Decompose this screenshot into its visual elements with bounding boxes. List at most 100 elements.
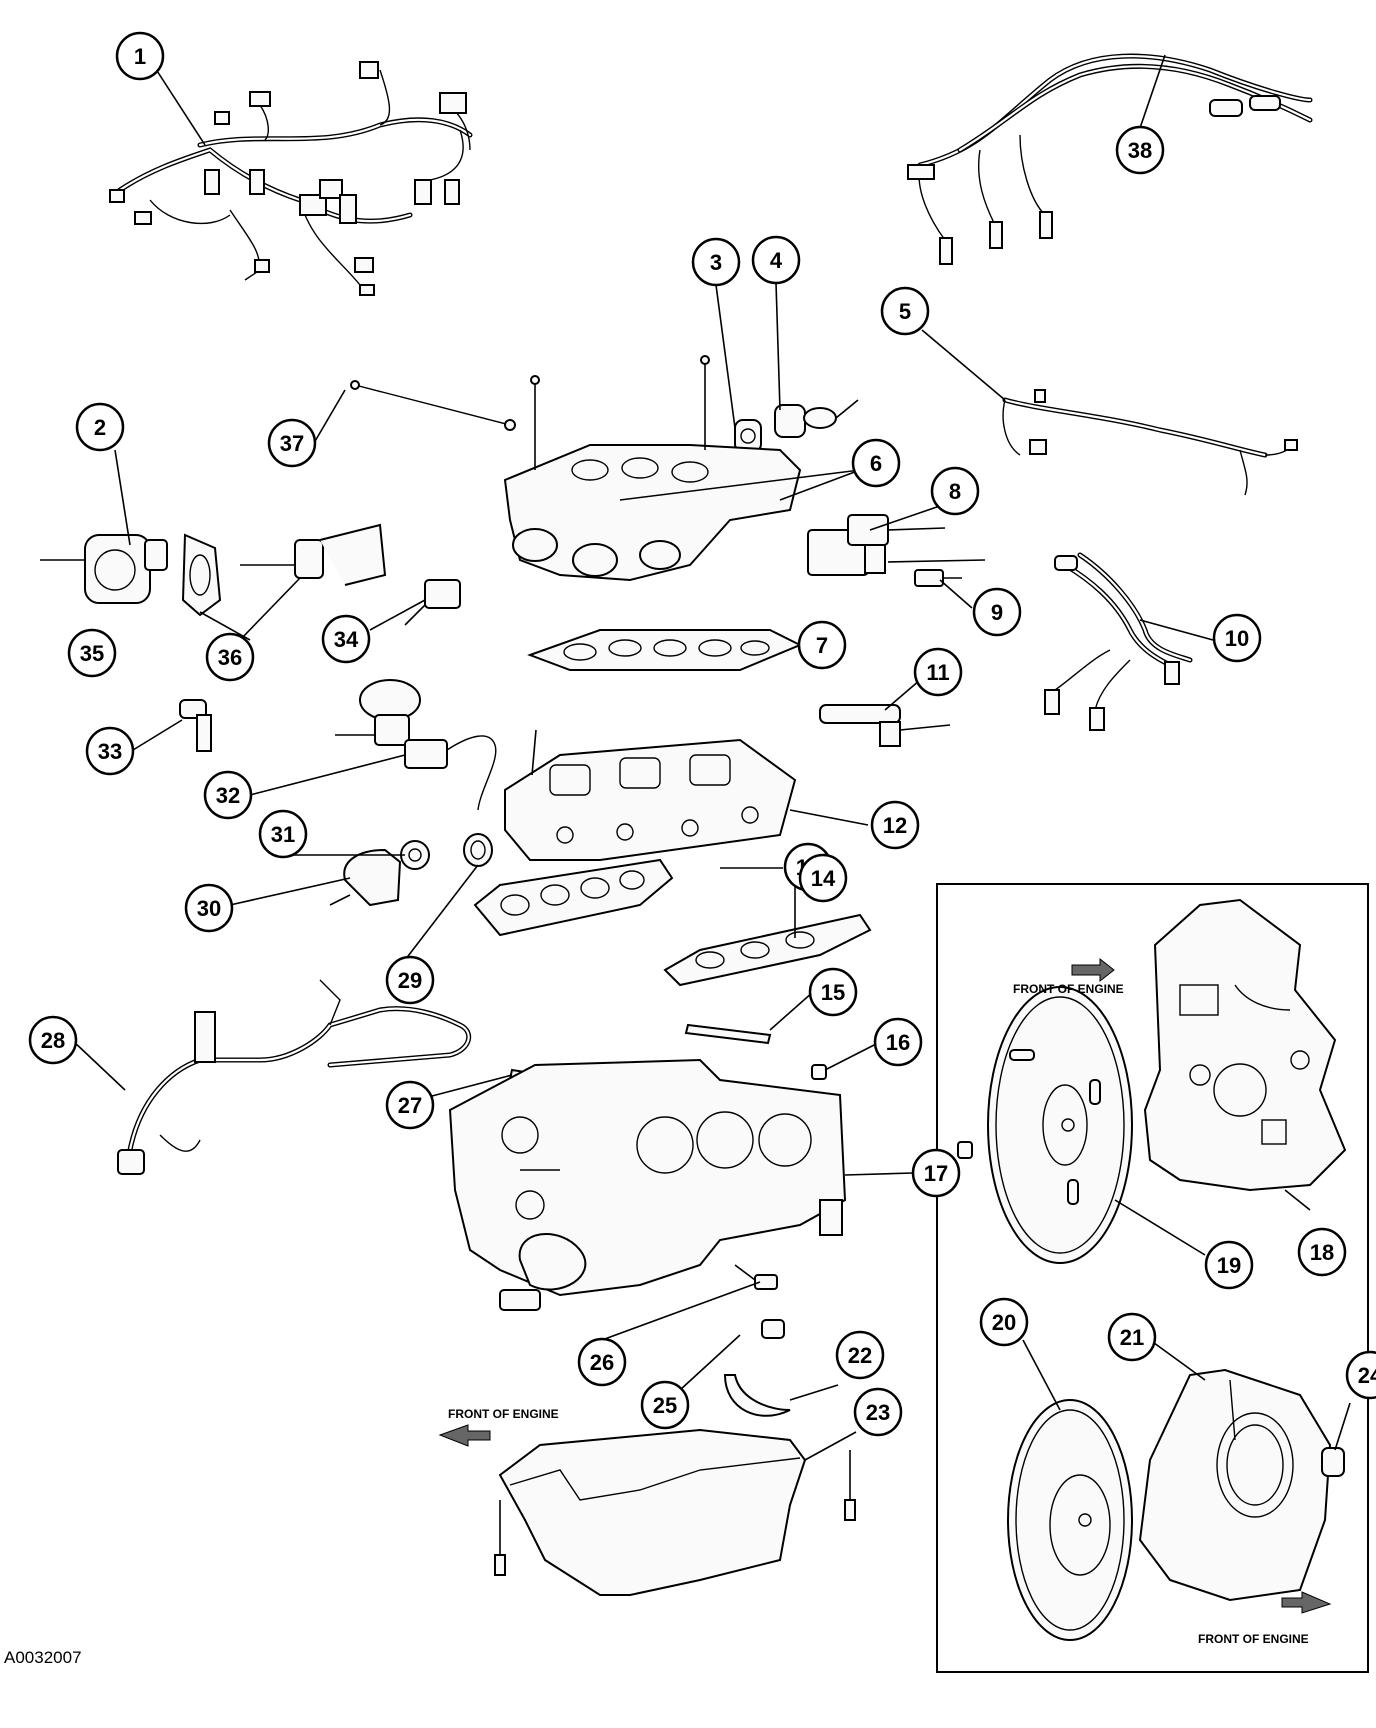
callout-11: 11 xyxy=(913,647,963,697)
part-sensor-34 xyxy=(404,579,461,626)
part-engine-rear-plate xyxy=(1143,898,1347,1192)
callout-leader-lines xyxy=(71,54,1351,1461)
figure-id: A0032007 xyxy=(4,1648,82,1667)
callout-7: 7 xyxy=(797,620,847,670)
part-spark-plug-wires-rh xyxy=(907,53,1313,265)
callout-12: 12 xyxy=(870,800,920,850)
callout-number: 30 xyxy=(197,896,221,921)
part-gasket-strip-15 xyxy=(684,1023,772,1045)
callout-circle xyxy=(1115,125,1165,175)
callout-17: 17 xyxy=(911,1148,961,1198)
callout-circle xyxy=(1212,613,1262,663)
callout-circle xyxy=(797,620,847,670)
front-of-engine-arrow-oilpan xyxy=(438,1424,491,1447)
callout-circle xyxy=(913,647,963,697)
callout-3: 3 xyxy=(691,237,741,287)
part-seal-22 xyxy=(723,1374,791,1417)
callout-circle xyxy=(870,800,920,850)
callout-number: 11 xyxy=(926,660,949,685)
callout-circle xyxy=(851,438,901,488)
callout-circle xyxy=(640,1380,690,1430)
callout-8: 8 xyxy=(930,466,980,516)
callout-26: 26 xyxy=(577,1337,627,1387)
callout-28: 28 xyxy=(28,1015,78,1065)
callout-circle xyxy=(321,614,371,664)
callout-number: 24 xyxy=(1358,1363,1376,1388)
callout-circle xyxy=(203,770,253,820)
callout-number: 2 xyxy=(94,415,106,440)
callout-number: 26 xyxy=(590,1350,614,1375)
callout-circle xyxy=(979,1297,1029,1347)
callout-number: 29 xyxy=(398,968,422,993)
part-cable-37 xyxy=(350,380,516,431)
callout-14: 14 xyxy=(798,853,848,903)
part-spark-plug-wires-lh xyxy=(1044,552,1193,731)
callout-35: 35 xyxy=(67,628,117,678)
callout-36: 36 xyxy=(205,632,255,682)
callout-circle xyxy=(184,883,234,933)
callout-circle xyxy=(75,402,125,452)
part-wiring-harness-rh xyxy=(1002,389,1298,496)
callout-circle xyxy=(1345,1350,1376,1400)
front-of-engine-label-flexplate: FRONT OF ENGINE xyxy=(1198,1632,1309,1646)
callout-33: 33 xyxy=(85,726,135,776)
callout-number: 21 xyxy=(1120,1325,1144,1350)
part-throttle-body-gasket xyxy=(181,533,222,617)
callout-circle xyxy=(267,418,317,468)
callout-number: 17 xyxy=(924,1161,948,1186)
callout-circle xyxy=(67,628,117,678)
callout-20: 20 xyxy=(979,1297,1029,1347)
part-upper-intake-gasket xyxy=(527,629,803,671)
callout-number: 33 xyxy=(98,739,122,764)
callout-32: 32 xyxy=(203,770,253,820)
part-rear-cover-plate xyxy=(1138,1368,1332,1602)
callout-circle xyxy=(798,853,848,903)
part-cylinder-block xyxy=(448,1058,847,1311)
callout-circle xyxy=(205,632,255,682)
callout-circle xyxy=(28,1015,78,1065)
callout-circle xyxy=(853,1387,903,1437)
callout-number: 19 xyxy=(1217,1253,1241,1278)
callout-19: 19 xyxy=(1204,1240,1254,1290)
callout-circle xyxy=(85,726,135,776)
part-valve-4 xyxy=(774,399,859,438)
callout-circle xyxy=(691,237,741,287)
callout-24: 24 xyxy=(1345,1350,1376,1400)
part-valve-block-8 xyxy=(807,514,986,576)
callout-29: 29 xyxy=(385,955,435,1005)
callout-number: 37 xyxy=(280,431,304,456)
callout-circle xyxy=(1107,1312,1157,1362)
callout-number: 5 xyxy=(899,299,911,324)
callout-number: 9 xyxy=(991,600,1003,625)
part-upper-intake-manifold xyxy=(503,355,802,582)
callout-number: 4 xyxy=(770,248,783,273)
part-sensor-25 xyxy=(761,1319,785,1339)
callout-number: 25 xyxy=(653,1393,677,1418)
part-water-outlet xyxy=(329,848,402,907)
callout-number: 38 xyxy=(1128,138,1152,163)
callout-22: 22 xyxy=(835,1330,885,1380)
callout-circle xyxy=(930,466,980,516)
callout-16: 16 xyxy=(873,1017,923,1067)
callout-number: 35 xyxy=(80,641,104,666)
callout-number: 8 xyxy=(949,479,961,504)
part-lower-intake-manifold xyxy=(504,729,797,861)
callout-27: 27 xyxy=(385,1080,435,1130)
callout-4: 4 xyxy=(751,235,801,285)
callout-31: 31 xyxy=(258,809,308,859)
callout-number: 15 xyxy=(821,980,845,1005)
callout-number: 20 xyxy=(992,1310,1016,1335)
part-fuel-rail xyxy=(819,704,951,747)
callout-circle xyxy=(873,1017,923,1067)
callout-18: 18 xyxy=(1297,1227,1347,1277)
part-intake-gasket-14 xyxy=(663,913,872,987)
callout-circle xyxy=(258,809,308,859)
callout-circle xyxy=(385,955,435,1005)
part-plug-16 xyxy=(811,1064,827,1080)
part-bushing-24 xyxy=(1321,1447,1345,1477)
callout-number: 16 xyxy=(886,1030,910,1055)
front-of-engine-label-oilpan: FRONT OF ENGINE xyxy=(448,1407,559,1421)
part-flywheel xyxy=(1007,1399,1133,1641)
callout-circle xyxy=(808,967,858,1017)
